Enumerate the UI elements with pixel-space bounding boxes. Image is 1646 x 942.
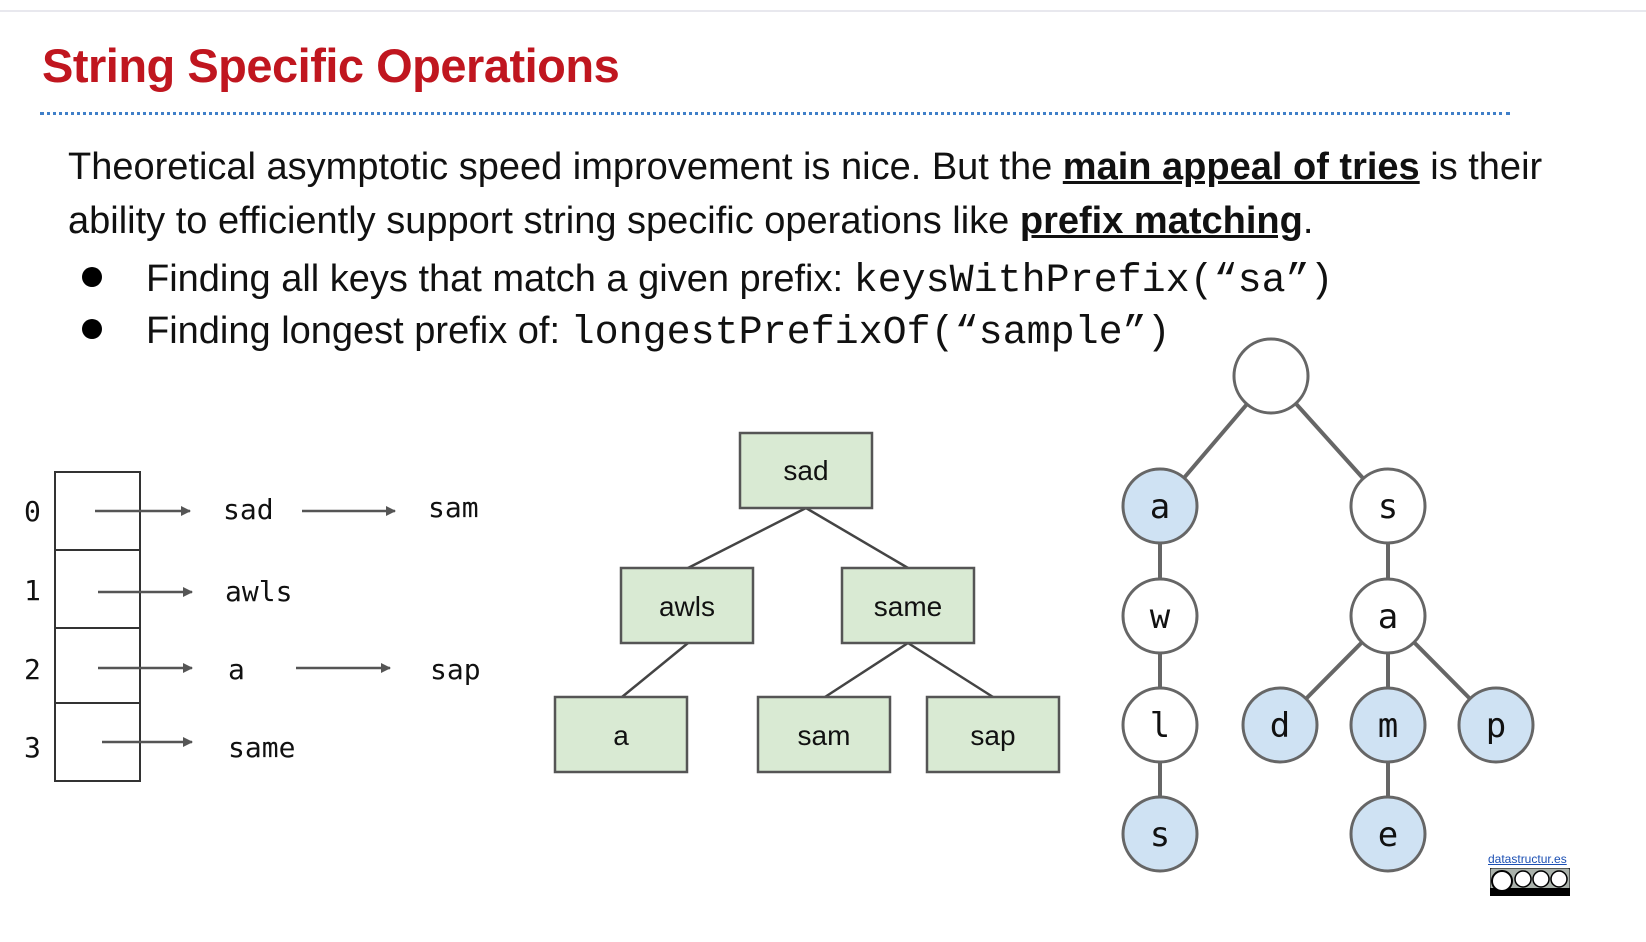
- bst-node: [619, 566, 755, 645]
- trie-node-key: [1121, 467, 1199, 545]
- trie-node-label: d: [1270, 706, 1290, 746]
- bullet-dot-icon: [82, 318, 102, 339]
- trie-node-label: a: [1150, 487, 1170, 527]
- bst-node-label: sad: [783, 455, 828, 486]
- title-divider: [40, 112, 1510, 115]
- trie-node: [1121, 686, 1199, 764]
- trie-node-label: e: [1378, 815, 1398, 855]
- trie-node-key: [1241, 686, 1319, 764]
- trie-node-label: p: [1486, 706, 1506, 746]
- trie-node-key: [1121, 795, 1199, 873]
- bullet-text: Finding all keys that match a given pref…: [146, 258, 854, 300]
- bucket-index: 2: [24, 653, 41, 686]
- bucket-index: 0: [24, 495, 41, 528]
- bucket-index: 3: [24, 731, 41, 764]
- trie-node-key: [1349, 686, 1427, 764]
- trie-node-label: a: [1378, 597, 1398, 637]
- bucket-1: [54, 549, 141, 629]
- trie-node: [1121, 577, 1199, 655]
- chain-item: awls: [225, 575, 292, 608]
- bucket-index: 1: [24, 574, 41, 607]
- tree-edge: [805, 506, 909, 570]
- slide-title: String Specific Operations: [42, 39, 620, 92]
- datastructures-link[interactable]: datastructur.es: [1488, 852, 1567, 866]
- trie-node-label: m: [1378, 706, 1398, 746]
- top-border: [0, 10, 1646, 12]
- para-text-3: .: [1302, 200, 1314, 242]
- trie-diagram: a w l s s a d m p e: [1121, 337, 1535, 873]
- para-text-2: is their ability to efficiently support …: [68, 146, 1543, 242]
- bst-diagram: sad awls same a sam sap: [553, 431, 1061, 774]
- tree-edge: [687, 506, 807, 570]
- bst-node: [840, 566, 976, 645]
- bullet-item-longest-prefix: Finding longest prefix of: longestPrefix…: [82, 310, 1171, 356]
- para-bold-1: main appeal of tries: [1062, 146, 1420, 188]
- chain-item: sad: [223, 493, 274, 526]
- bst-node-label: sam: [798, 720, 851, 751]
- bst-node-label: sap: [970, 720, 1015, 751]
- chain-item: a: [228, 653, 245, 686]
- intro-paragraph: Theoretical asymptotic speed improvement…: [68, 140, 1558, 248]
- trie-node-label: l: [1150, 706, 1170, 746]
- bst-node-label: a: [613, 720, 629, 751]
- chain-item: sam: [428, 491, 479, 524]
- trie-node: [1349, 577, 1427, 655]
- tree-edge: [621, 642, 689, 698]
- bst-node: [738, 431, 874, 510]
- bst-node: [756, 695, 892, 774]
- bucket-2: [54, 627, 141, 704]
- bullet-code: keysWithPrefix(“sa”): [853, 259, 1334, 304]
- bst-node: [553, 695, 689, 774]
- trie-node-label: w: [1150, 597, 1171, 637]
- trie-node-label: s: [1150, 815, 1170, 855]
- trie-node-key: [1457, 686, 1535, 764]
- bullet-text: Finding longest prefix of:: [146, 310, 571, 352]
- bullet-item-keys-with-prefix: Finding all keys that match a given pref…: [82, 258, 1334, 304]
- para-text-1: Theoretical asymptotic speed improvement…: [68, 146, 1063, 188]
- bst-node-label: same: [874, 591, 942, 622]
- cc-by-nc-sa-icon: [1490, 868, 1570, 896]
- trie-node-label: s: [1378, 487, 1398, 527]
- bullet-dot-icon: [82, 266, 102, 287]
- bst-node-label: awls: [659, 591, 715, 622]
- tree-edge: [907, 641, 994, 699]
- chain-item: sap: [430, 653, 481, 686]
- trie-root-node: [1232, 337, 1310, 415]
- bullet-code: longestPrefixOf(“sample”): [570, 311, 1171, 356]
- para-bold-2: prefix matching: [1019, 200, 1303, 242]
- trie-node: [1349, 467, 1427, 545]
- chain-item: same: [228, 731, 295, 764]
- trie-node-key: [1349, 795, 1427, 873]
- tree-edge: [824, 641, 909, 699]
- bst-node: [925, 695, 1061, 774]
- hash-table-diagram: 0 1 2 3 sad sam awls a sap same: [24, 471, 481, 782]
